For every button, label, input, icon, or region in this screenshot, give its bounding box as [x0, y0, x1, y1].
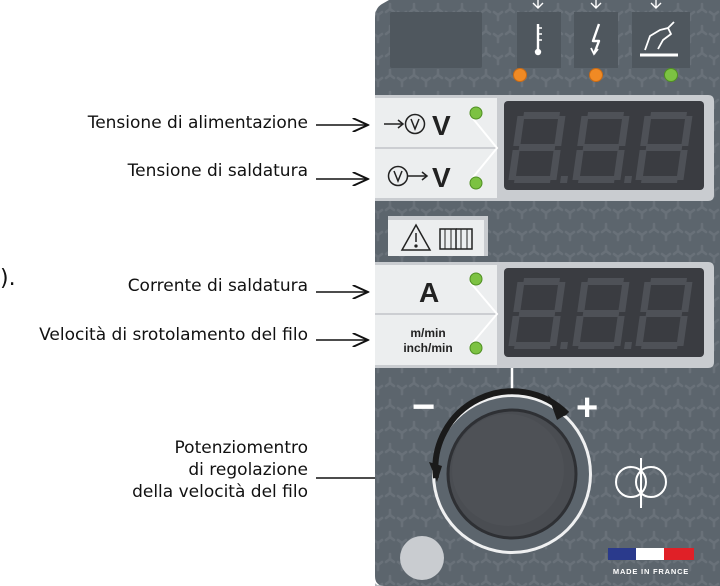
welding-voltage-icon [387, 165, 429, 187]
supply-voltage-icon [384, 113, 426, 135]
led-supply-voltage [469, 106, 483, 120]
speed-unit-imperial: inch/min [403, 341, 452, 355]
current-unit: A [419, 277, 439, 308]
top-blank-window [390, 12, 482, 68]
stray-text: ). [0, 266, 16, 291]
callout-potentiometer-line3: della velocità del filo [132, 482, 308, 502]
callout-potentiometer-line2: di regolazione [188, 460, 308, 480]
callout-welding-current: Corrente di saldatura [127, 276, 308, 296]
manual-book-icon [439, 228, 473, 250]
display-top-digits [508, 112, 693, 183]
indicator-welding-torch-icon [632, 12, 690, 68]
led-wire-fault [664, 68, 678, 82]
wire-spool-icon [615, 458, 667, 508]
callout-potentiometer: Potenziomentro di regolazione della velo… [132, 437, 308, 503]
made-in-france-label: MADE IN FRANCE [613, 567, 689, 576]
indicator-thermometer-icon [517, 12, 561, 68]
plus-sign: + [576, 387, 598, 429]
french-flag-icon [608, 548, 694, 560]
led-temperature [513, 68, 527, 82]
callout-potentiometer-line1: Potenziomentro [174, 438, 308, 458]
indicator-lightning-icon [574, 12, 618, 68]
callout-wire-speed: Velocità di srotolamento del filo [39, 325, 308, 345]
display-bottom-digits [508, 278, 693, 349]
indicator-top-arrows [532, 0, 662, 9]
minus-sign: − [412, 385, 435, 429]
welding-voltage-unit: V [432, 162, 451, 193]
panel-screw [400, 536, 444, 580]
callout-welding-voltage: Tensione di saldatura [127, 161, 308, 181]
led-wire-speed [469, 341, 483, 355]
callout-supply-voltage: Tensione di alimentazione [87, 113, 308, 133]
supply-voltage-unit: V [432, 110, 451, 141]
led-welding-voltage [469, 176, 483, 190]
warning-icon [400, 223, 432, 251]
led-welding-current [469, 272, 483, 286]
speed-unit-metric: m/min [410, 326, 445, 340]
led-fault [589, 68, 603, 82]
